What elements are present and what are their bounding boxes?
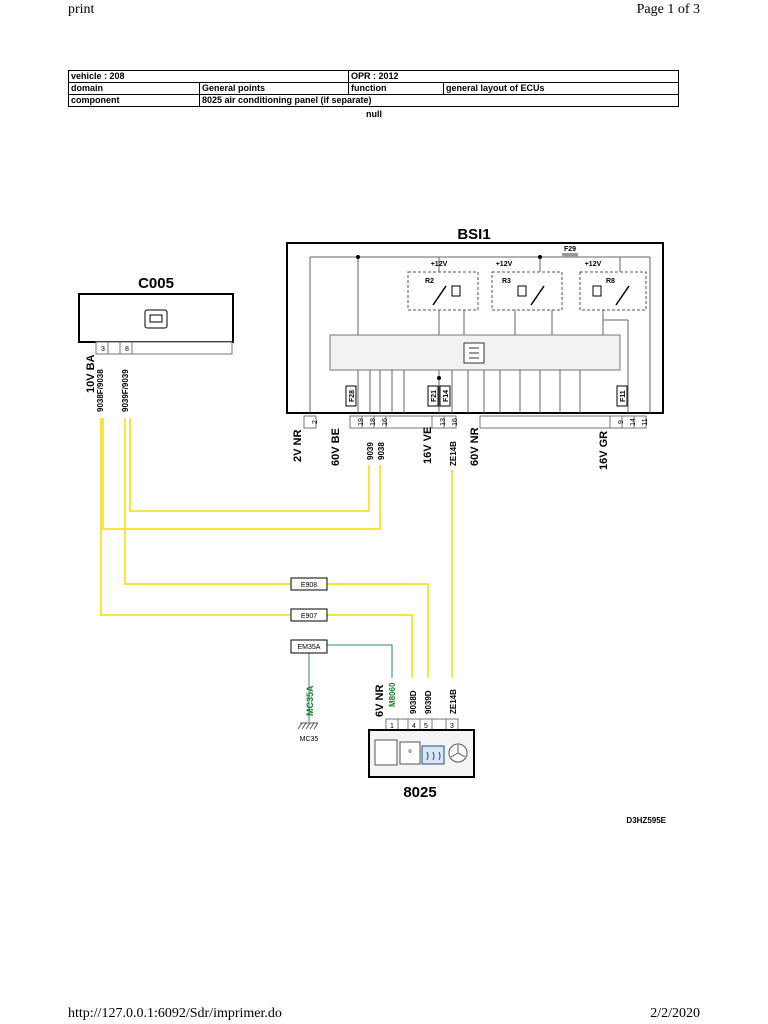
bsi-pin: 11 [642, 418, 649, 425]
connector-16v-ve: 16V VE [422, 427, 434, 464]
fuse-f29 [562, 253, 578, 257]
relay-r3: +12V R3 [491, 261, 563, 311]
supply-label: +12V [496, 261, 513, 268]
connector-16v-gr: 16V GR [598, 431, 610, 470]
splice-e908 [290, 577, 328, 591]
wire-ze14b-label: ZE14B [449, 441, 458, 466]
page-title: print [68, 2, 95, 17]
temperature-icon [399, 741, 421, 765]
bsi-pin: 9 [618, 420, 625, 424]
footer-url: http://127.0.0.1:6092/Sdr/imprimer.do [68, 1006, 282, 1021]
bsi-pin-strip [303, 415, 647, 429]
splice-em35a-label: EM35A [298, 644, 321, 651]
relay-r8: +12V R8 [579, 261, 647, 311]
c005-title: C005 [138, 275, 174, 292]
relay-r2-label: R2 [425, 278, 434, 285]
bsi-pin: 16 [452, 418, 459, 426]
panel-display-icon [374, 739, 398, 766]
ground-wires [308, 644, 393, 722]
relay-r2: +12V R2 [407, 261, 479, 311]
wire-ze14b-panel-label: ZE14B [449, 689, 458, 714]
wire-mc35a-label: MC35A [305, 685, 315, 716]
ground-mc35-label: MC35 [300, 736, 319, 743]
supply-label: +12V [585, 261, 602, 268]
bsi-pin: 13 [440, 418, 447, 426]
wire-9038d-label: 9038D [409, 690, 418, 714]
splice-e907 [290, 608, 328, 622]
panel-pin: 4 [412, 723, 416, 730]
bsi-box [286, 242, 664, 414]
relay-r8-label: R8 [606, 278, 615, 285]
bsi-pin: 18 [370, 418, 377, 426]
null-text: null [366, 109, 382, 119]
splice-e907-label: E907 [301, 613, 317, 620]
wire-m8060-label: M8060 [388, 682, 397, 707]
footer-date: 2/2/2020 [650, 1006, 700, 1021]
connector-60v-nr: 60V NR [469, 427, 481, 466]
panel-title: 8025 [403, 784, 436, 801]
table-row: component 8025 air conditioning panel (i… [68, 94, 679, 107]
bsi-control-unit [329, 334, 621, 371]
yellow-wires [100, 418, 453, 678]
connector-2v-nr: 2V NR [292, 430, 304, 462]
info-table: vehicle : 208 OPR : 2012 domain General … [68, 70, 679, 107]
table-row: vehicle : 208 OPR : 2012 [68, 70, 679, 83]
fuse-f11-label: F11 [620, 390, 627, 402]
wire-9038f-label: 9038F/9038 [96, 369, 105, 412]
panel-pin: 5 [424, 723, 428, 730]
temperature-glyph: ° [408, 749, 412, 760]
diagram-reference: D3HZ595E [626, 816, 666, 825]
ground-icon [297, 722, 319, 730]
c005-pin-strip [95, 341, 233, 355]
connector-6v-nr: 6V NR [374, 685, 386, 717]
wire-9039-label: 9039 [366, 442, 375, 460]
wire-9038-label: 9038 [377, 442, 386, 460]
bsi-title: BSI1 [457, 226, 490, 243]
component-label-cell: component [68, 94, 200, 107]
relay-r3-label: R3 [502, 278, 511, 285]
splice-em35a [290, 639, 328, 654]
connector-10v-ba: 10V BA [85, 354, 97, 393]
component-value-cell: 8025 air conditioning panel (if separate… [199, 94, 679, 107]
fuse-f21-label: F21 [431, 390, 438, 402]
wire-9039d-label: 9039D [424, 690, 433, 714]
panel-pin: 3 [450, 723, 454, 730]
splice-e908-label: E908 [301, 582, 317, 589]
bsi-pin: 14 [630, 418, 637, 426]
wire-9039f-label: 9039F/9039 [121, 369, 130, 412]
fuse-f29-label: F29 [564, 246, 576, 253]
supply-label: +12V [431, 261, 448, 268]
c005-pin: 3 [101, 346, 105, 353]
panel-pin-strip [385, 718, 459, 731]
c005-pin: 8 [125, 346, 129, 353]
diagnostic-port-icon [144, 309, 168, 329]
bsi-pin: 19 [358, 418, 365, 426]
bsi-pin: 2 [312, 420, 319, 424]
heating-icon [421, 745, 445, 765]
panel-pin: 1 [390, 723, 394, 730]
bsi-pin: 16 [382, 418, 389, 426]
fuse-f14-label: F14 [443, 390, 450, 402]
connector-60v-be: 60V BE [330, 428, 342, 466]
page-count: Page 1 of 3 [636, 2, 700, 17]
fuse-f28-label: F28 [349, 390, 356, 402]
